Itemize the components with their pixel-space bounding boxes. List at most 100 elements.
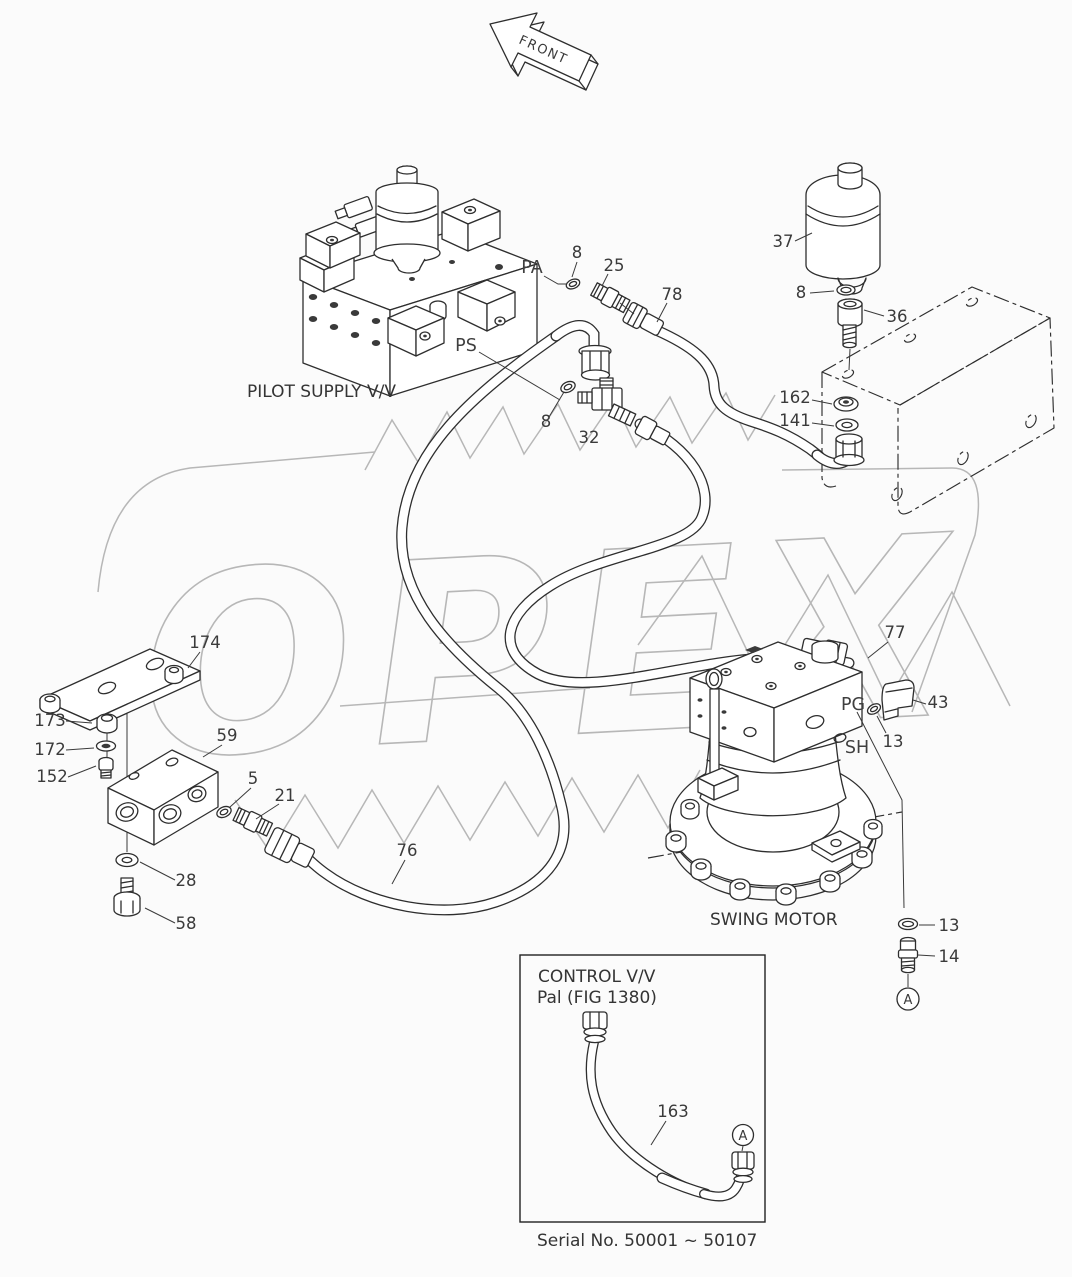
port-label-pa: PA xyxy=(521,258,542,278)
hose-77-start-nut xyxy=(634,415,671,446)
plate-bolt-head xyxy=(39,693,61,714)
watermark-border-right xyxy=(781,467,980,713)
front-arrow-face xyxy=(489,12,592,82)
callout-8-pa: 8 xyxy=(572,243,583,262)
dipstick xyxy=(697,668,739,801)
watermark-border-left xyxy=(97,451,376,593)
hose-163-bottom-fitting xyxy=(731,1151,755,1184)
nut-173 xyxy=(96,713,118,734)
oring-under-accumulator xyxy=(836,284,856,296)
inset-box: CONTROL V/V Pal (FIG 1380) A xyxy=(519,954,766,1223)
nipple-14 xyxy=(897,936,919,974)
washer-28 xyxy=(115,852,139,868)
port-pa-hole xyxy=(495,264,503,270)
callout-5: 5 xyxy=(248,769,259,788)
watermark-gear-teeth-top xyxy=(364,391,776,471)
serial-note: Serial No. 50001 ~ 50107 xyxy=(537,1231,757,1251)
oring-13-swing xyxy=(866,703,882,715)
solenoid xyxy=(373,165,441,274)
port-label-sh: SH xyxy=(845,738,869,758)
valve-front-ports xyxy=(308,294,381,346)
leader-lines xyxy=(65,232,936,957)
right-connector xyxy=(441,198,501,252)
side-tab xyxy=(811,830,861,863)
callout-labels: 8 25 78 37 8 36 162 141 8 32 174 173 172… xyxy=(34,232,959,966)
accumulator xyxy=(805,162,881,295)
callout-13-swing: 13 xyxy=(883,732,904,751)
ps-elbow-fitting xyxy=(550,320,612,381)
watermark-gear-teeth-bottom xyxy=(234,769,701,854)
caption-pilot-supply: PILOT SUPPLY V/V xyxy=(247,382,396,402)
tee-32 xyxy=(577,377,637,427)
callout-13-drain: 13 xyxy=(939,916,960,935)
pilot-supply-valve xyxy=(299,165,538,397)
plate-174 xyxy=(39,648,201,731)
washer-141 xyxy=(835,418,859,432)
plate-nut xyxy=(164,664,184,685)
watermark-gear-teeth-right xyxy=(637,554,1011,707)
callout-25: 25 xyxy=(604,256,625,275)
oring-8-pa xyxy=(565,278,581,290)
front-arrow: FRONT xyxy=(489,12,599,91)
elbow-43 xyxy=(881,679,915,721)
callout-36: 36 xyxy=(887,307,908,326)
captions: PA PS PG SH PILOT SUPPLY V/V SWING MOTOR xyxy=(247,258,869,930)
callout-32: 32 xyxy=(579,428,600,447)
callout-21: 21 xyxy=(275,786,296,805)
oring-8-tee xyxy=(560,380,576,394)
bottom-connectors xyxy=(387,279,516,357)
port-label-ps: PS xyxy=(455,336,477,356)
inset-title: CONTROL V/V xyxy=(538,967,656,987)
callout-37: 37 xyxy=(773,232,794,251)
pg-leader xyxy=(856,711,905,909)
hose-76-end-nut xyxy=(264,827,315,868)
callout-8-tee: 8 xyxy=(541,412,552,431)
hose-77 xyxy=(504,418,855,688)
callout-78: 78 xyxy=(662,285,683,304)
flange-nuts xyxy=(665,798,883,906)
callout-43: 43 xyxy=(928,693,949,712)
nut-162 xyxy=(833,396,859,412)
callout-163: 163 xyxy=(657,1102,689,1121)
inset-subtitle: Pal (FIG 1380) xyxy=(537,988,657,1008)
washer-172 xyxy=(95,740,117,752)
block-59 xyxy=(107,749,219,846)
callout-58: 58 xyxy=(176,914,197,933)
callout-141: 141 xyxy=(779,411,811,430)
hose-78 xyxy=(650,324,852,469)
callout-152: 152 xyxy=(36,767,68,786)
callout-174: 174 xyxy=(189,633,221,652)
callout-172: 172 xyxy=(34,740,66,759)
bracket-elbow-fitting xyxy=(833,433,865,467)
oring-5 xyxy=(216,805,232,819)
callout-77: 77 xyxy=(885,623,906,642)
callout-8-acc: 8 xyxy=(796,283,807,302)
callout-59: 59 xyxy=(217,726,238,745)
watermark-border-bottom xyxy=(339,687,591,707)
adapter-25 xyxy=(590,282,631,314)
ref-marker-a-inset: A xyxy=(731,1123,755,1152)
ref-a-label: A xyxy=(904,993,913,1008)
ref-marker-a-swing: A xyxy=(896,987,920,1011)
hose-76 xyxy=(294,330,570,916)
callout-173: 173 xyxy=(34,711,66,730)
swing-motor xyxy=(647,640,903,906)
oring-13-drain xyxy=(897,917,919,931)
callout-76: 76 xyxy=(397,841,418,860)
callout-14: 14 xyxy=(939,947,960,966)
left-connector xyxy=(299,221,361,293)
adapter-21 xyxy=(232,807,274,837)
callout-162: 162 xyxy=(779,388,811,407)
hose-163-top-fitting xyxy=(582,1011,608,1044)
mounting-bracket xyxy=(821,286,1055,515)
callout-28: 28 xyxy=(176,871,197,890)
bolt-58 xyxy=(113,877,141,917)
bolt-152 xyxy=(98,756,114,779)
port-label-pg: PG xyxy=(841,695,865,715)
hose-78-fitting xyxy=(622,302,665,336)
socket-bolt-36 xyxy=(837,298,863,371)
inset-ref-a-label: A xyxy=(739,1129,748,1144)
swing-valve-block xyxy=(689,640,863,763)
